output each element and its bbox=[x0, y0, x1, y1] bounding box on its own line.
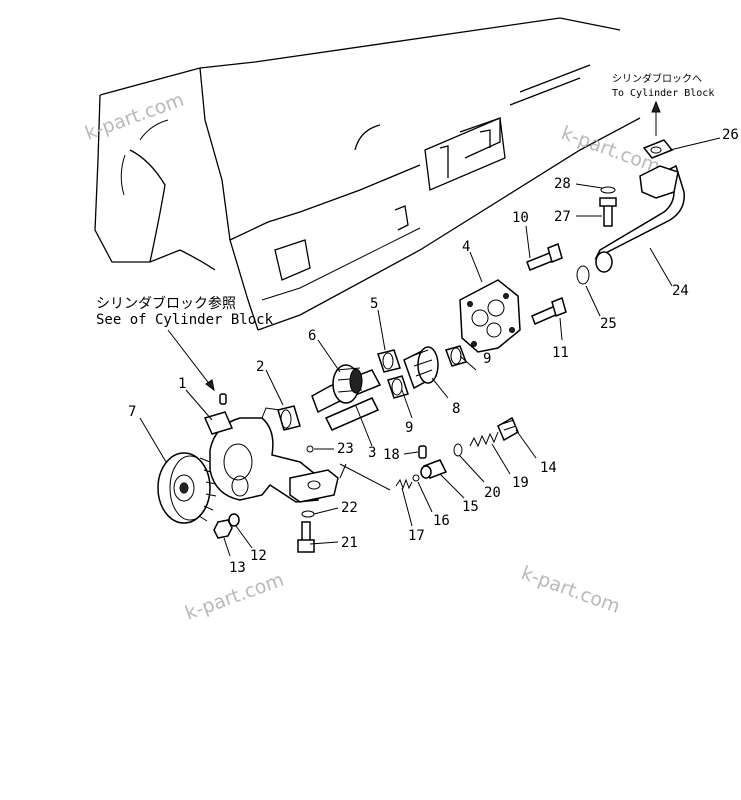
callout-26: 26 bbox=[722, 127, 739, 143]
note-cylinder-block-arrowhead bbox=[205, 379, 215, 392]
callout-14: 14 bbox=[540, 460, 557, 476]
part-pump-body bbox=[203, 407, 339, 503]
callout-9a: 9 bbox=[483, 351, 491, 367]
part-spring-19 bbox=[469, 431, 499, 448]
callout-9b: 9 bbox=[405, 420, 413, 436]
part-plug-14 bbox=[497, 416, 519, 442]
callout-25: 25 bbox=[600, 316, 617, 332]
part-valve-15 bbox=[420, 459, 448, 479]
note-to-block-en: To Cylinder Block bbox=[612, 88, 714, 99]
callout-19: 19 bbox=[512, 475, 529, 491]
note-to-block-jp: シリンダブロックへ bbox=[612, 72, 702, 85]
note-to-block-arrowhead bbox=[651, 100, 661, 113]
part-pump-cover-4 bbox=[459, 279, 521, 353]
callout-23: 23 bbox=[337, 441, 354, 457]
note-cylinder-block-jp: シリンダブロック参照 bbox=[96, 295, 236, 312]
callout-6: 6 bbox=[308, 328, 316, 344]
callout-21: 21 bbox=[341, 535, 358, 551]
part-bushing-5 bbox=[377, 349, 401, 373]
callout-10: 10 bbox=[512, 210, 529, 226]
part-nut-13 bbox=[213, 519, 233, 539]
callout-5: 5 bbox=[370, 296, 378, 312]
part-washer-22 bbox=[301, 510, 315, 518]
part-bolt-10 bbox=[526, 242, 563, 271]
callout-27: 27 bbox=[554, 209, 571, 225]
callout-22: 22 bbox=[341, 500, 358, 516]
callout-2: 2 bbox=[256, 359, 264, 375]
part-pin-18 bbox=[418, 445, 427, 459]
callout-4: 4 bbox=[462, 239, 470, 255]
note-to-block: シリンダブロックへ To Cylinder Block bbox=[612, 72, 714, 136]
callout-numbers: 1 2 3 4 5 6 7 8 9 9 10 11 12 13 14 15 16… bbox=[128, 127, 739, 576]
watermark-top-left: k-part.com bbox=[82, 89, 187, 145]
callout-8: 8 bbox=[452, 401, 460, 417]
part-bolt-21 bbox=[297, 521, 315, 553]
part-bushing-9b bbox=[445, 345, 467, 367]
callout-3: 3 bbox=[368, 445, 376, 461]
part-o-ring-25 bbox=[576, 265, 590, 285]
part-bushing-9a bbox=[387, 375, 409, 399]
part-dowel-pin bbox=[219, 393, 227, 405]
part-driven-gear-8 bbox=[403, 346, 439, 390]
callout-20: 20 bbox=[484, 485, 501, 501]
part-bolt-11 bbox=[531, 296, 567, 326]
callout-12: 12 bbox=[250, 548, 267, 564]
note-cylinder-block: シリンダブロック参照 See of Cylinder Block bbox=[96, 295, 274, 392]
part-gear bbox=[157, 452, 217, 524]
note-cylinder-block-en: See of Cylinder Block bbox=[96, 312, 274, 328]
part-pipe-flange bbox=[639, 165, 679, 199]
callout-17: 17 bbox=[408, 528, 425, 544]
part-ball-16 bbox=[412, 474, 420, 482]
part-ball-23 bbox=[306, 445, 314, 453]
part-bolt-27 bbox=[599, 197, 617, 227]
leader-lines bbox=[139, 137, 721, 557]
cylinder-block-outline bbox=[94, 17, 641, 331]
callout-18: 18 bbox=[383, 447, 400, 463]
callout-7: 7 bbox=[128, 404, 136, 420]
callout-24: 24 bbox=[672, 283, 689, 299]
part-drive-gear-6 bbox=[311, 364, 382, 414]
callout-11: 11 bbox=[552, 345, 569, 361]
callout-1: 1 bbox=[178, 376, 186, 392]
part-shaft-3 bbox=[324, 397, 380, 431]
watermark-bottom-right: k-part.com bbox=[518, 562, 623, 618]
part-washer-28 bbox=[600, 186, 616, 194]
part-washer-20 bbox=[453, 443, 463, 457]
callout-28: 28 bbox=[554, 176, 571, 192]
note-cylinder-block-arrow bbox=[167, 329, 215, 391]
callout-16: 16 bbox=[433, 513, 450, 529]
part-bushing-2 bbox=[277, 405, 301, 431]
part-washer-12 bbox=[228, 513, 240, 527]
watermarks: k-part.com k-part.com k-part.com k-part.… bbox=[82, 89, 663, 625]
watermark-bottom-left: k-part.com bbox=[182, 569, 287, 625]
part-spring-17 bbox=[395, 478, 413, 490]
callout-13: 13 bbox=[229, 560, 246, 576]
callout-15: 15 bbox=[462, 499, 479, 515]
